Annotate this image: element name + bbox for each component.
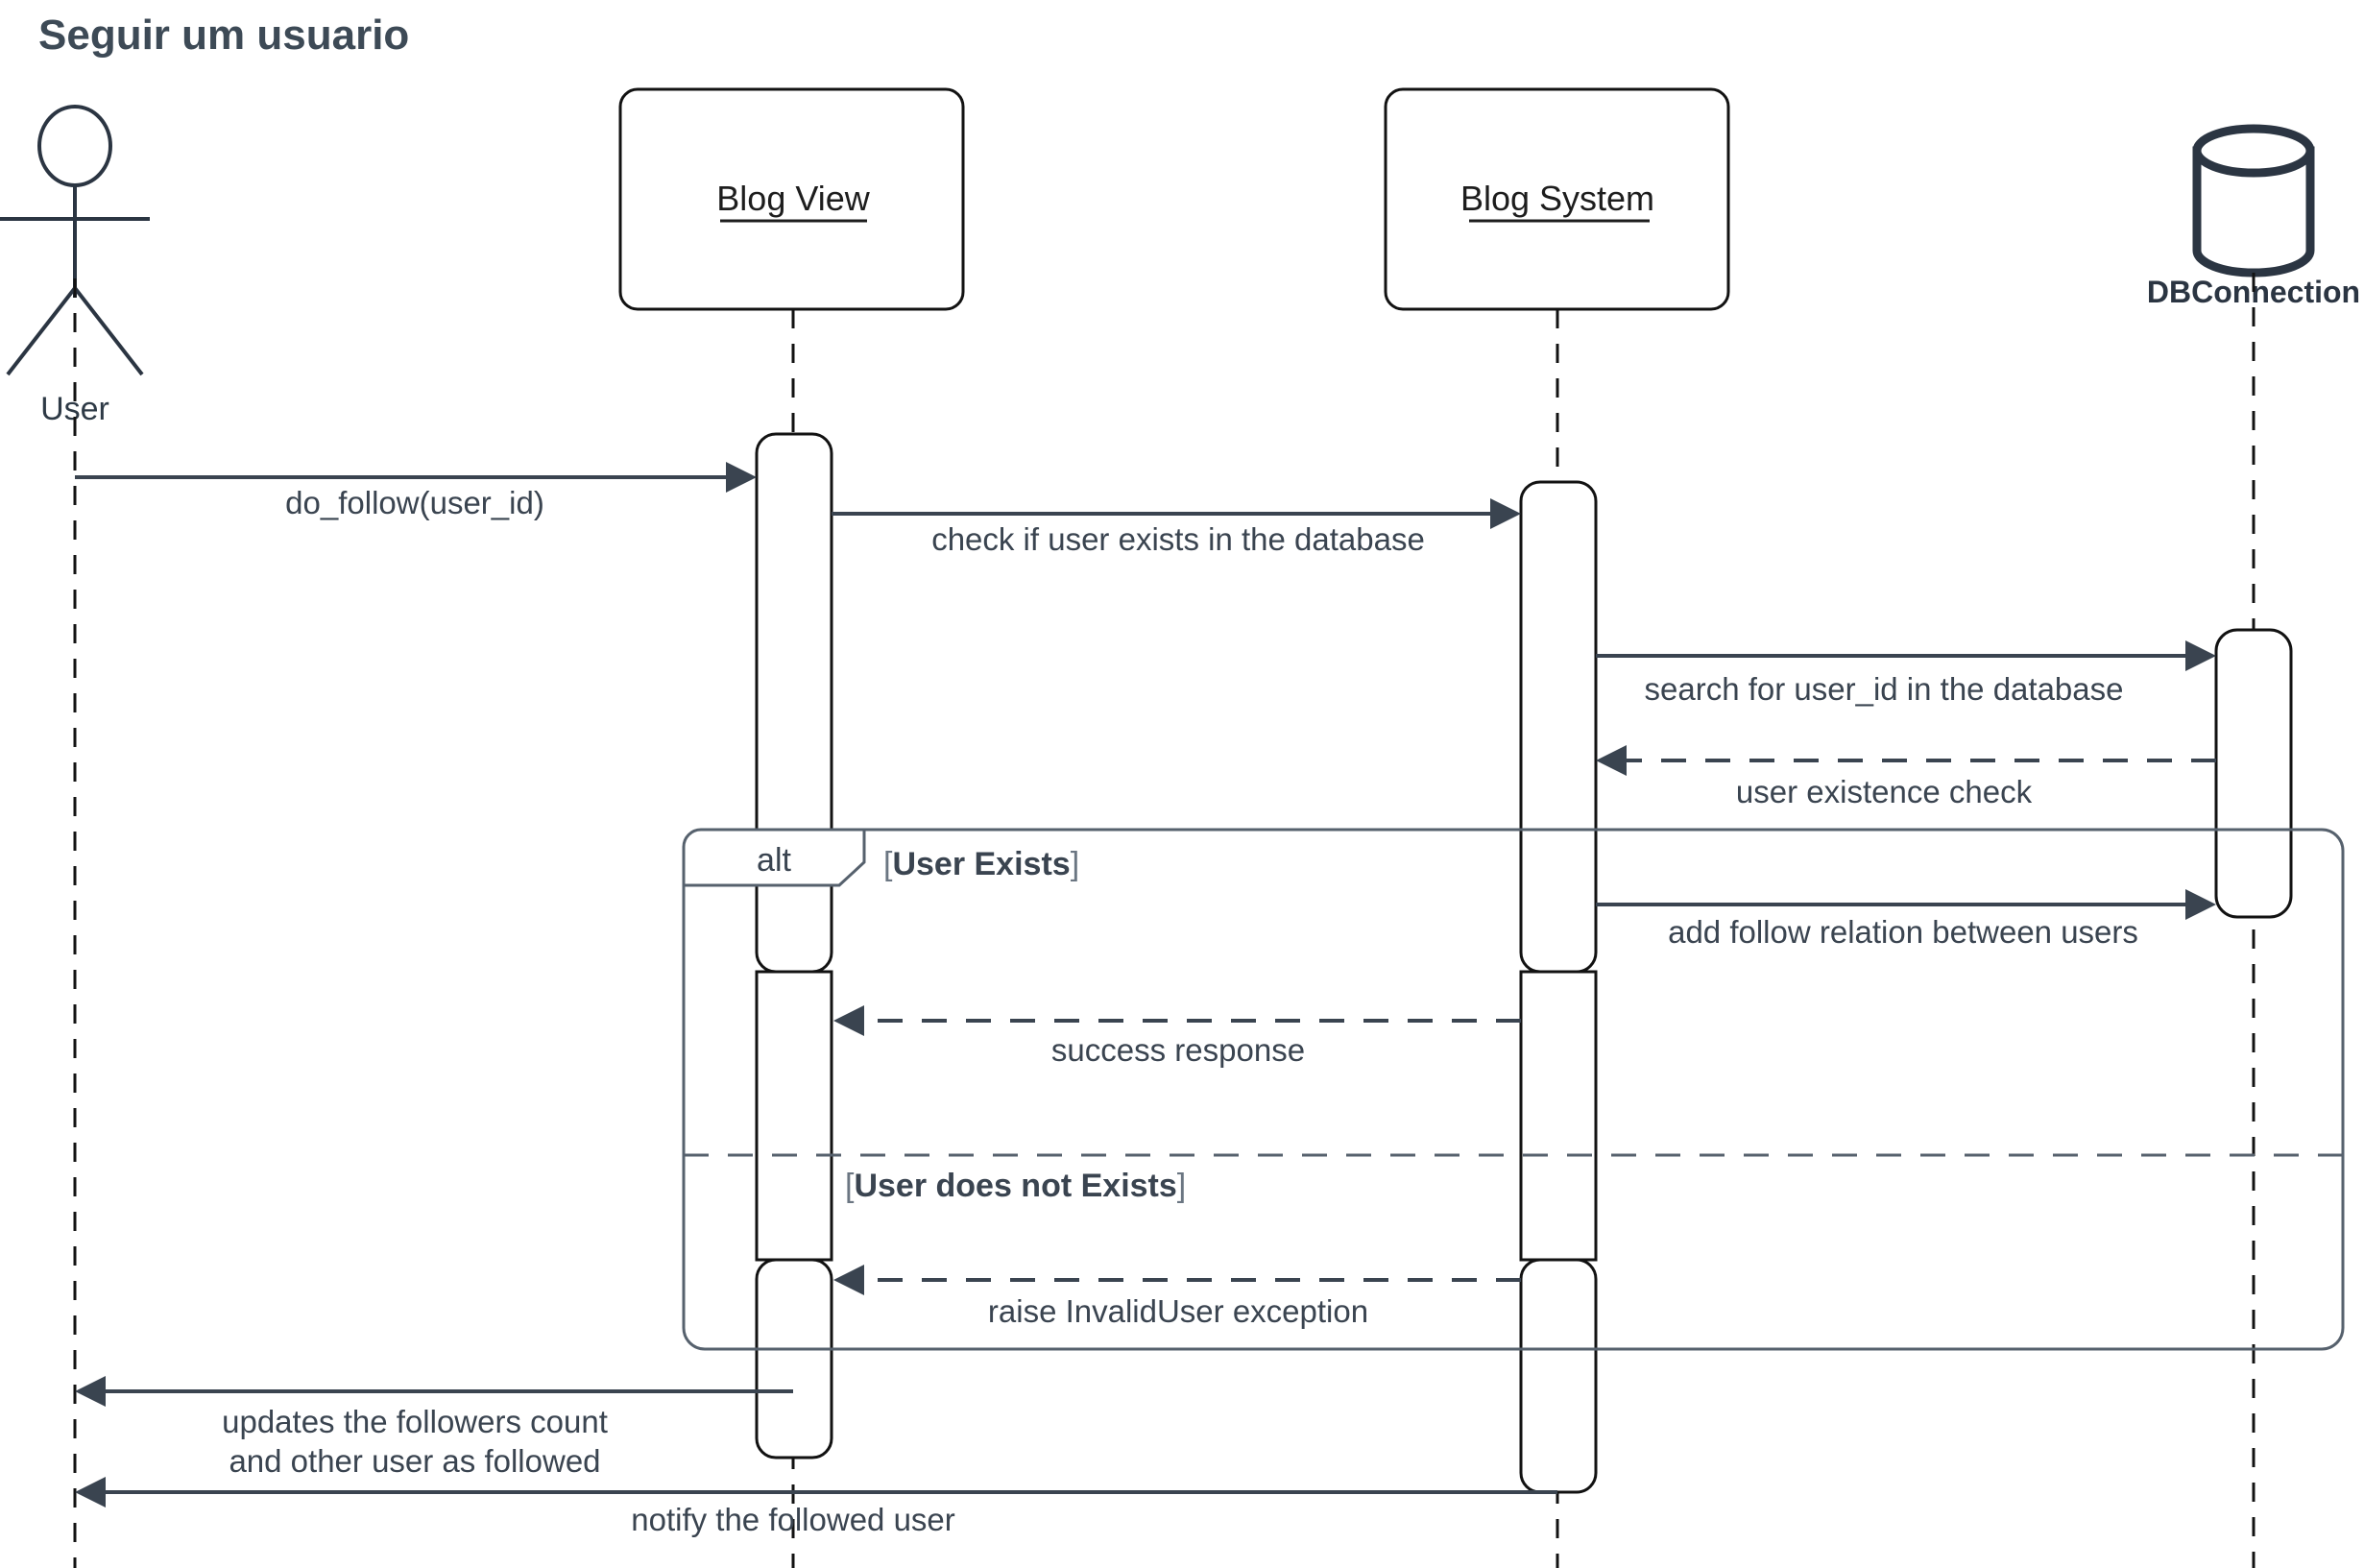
participant-label-blog-system: Blog System	[1460, 179, 1654, 218]
message-8-label-line2: and other user as followed	[229, 1443, 600, 1479]
activation-bar-blog-system-1	[1519, 480, 1598, 974]
participant-blog-system[interactable]: Blog System	[1384, 87, 1730, 1568]
message-2-check-user-exists: check if user exists in the database	[832, 498, 1521, 557]
guard-text-1: User does not Exists	[854, 1168, 1176, 1204]
message-7-raise-invalid-user: raise InvalidUser exception	[833, 1265, 1521, 1329]
activation-bar-blog-view-1	[755, 432, 833, 974]
activation-bar-blog-system-3	[1519, 1258, 1598, 1494]
message-9-notify-followed-user: notify the followed user	[75, 1477, 1557, 1537]
activation-bar-blog-system-2	[1519, 970, 1598, 1262]
fragment-operator-label: alt	[757, 842, 791, 879]
fragment-operator-tab	[682, 828, 866, 887]
actor-stick-figure-icon	[0, 105, 150, 376]
message-8-arrowhead	[75, 1376, 106, 1407]
guard-text-0: User Exists	[892, 846, 1070, 882]
message-4-user-existence-check: user existence check	[1596, 745, 2216, 809]
combined-fragment-alt: alt [User Exists] [User does not Exists]	[682, 828, 2345, 1351]
guard-bracket-open-0: [	[883, 846, 893, 882]
fragment-outer-box	[682, 828, 2345, 1351]
message-9-label: notify the followed user	[631, 1502, 955, 1537]
database-cylinder-icon	[2192, 124, 2315, 277]
participant-blog-view[interactable]: Blog View	[618, 87, 965, 1568]
participant-label-blog-view: Blog View	[716, 179, 870, 218]
participant-user[interactable]: User	[0, 105, 150, 1568]
message-2-label: check if user exists in the database	[931, 521, 1425, 557]
fragment-guard-0: [User Exists]	[883, 846, 1079, 882]
message-1-label: do_follow(user_id)	[285, 485, 544, 520]
message-3-search-user-id: search for user_id in the database	[1596, 640, 2216, 707]
guard-bracket-open-1: [	[845, 1168, 855, 1204]
message-5-add-follow-relation: add follow relation between users	[1596, 889, 2216, 950]
participant-db-connection[interactable]: DBConnection	[2147, 124, 2360, 1568]
message-6-arrowhead	[833, 1005, 864, 1036]
message-1-do-follow: do_follow(user_id)	[75, 462, 757, 520]
message-5-label: add follow relation between users	[1668, 914, 2138, 950]
message-8-label-line1: updates the followers count	[222, 1404, 608, 1439]
message-7-label: raise InvalidUser exception	[988, 1293, 1368, 1329]
message-5-arrowhead	[2185, 889, 2216, 920]
activation-bar-db-connection	[2214, 628, 2293, 919]
guard-bracket-close-1: ]	[1177, 1168, 1186, 1204]
fragment-guard-1: [User does not Exists]	[845, 1168, 1186, 1204]
message-3-label: search for user_id in the database	[1645, 671, 2124, 707]
activation-bar-blog-view-3	[755, 1258, 833, 1459]
message-7-arrowhead	[833, 1265, 864, 1295]
message-2-arrowhead	[1490, 498, 1521, 529]
message-6-label: success response	[1051, 1032, 1305, 1068]
message-1-arrowhead	[726, 462, 757, 493]
guard-bracket-close-0: ]	[1071, 846, 1079, 882]
message-3-arrowhead	[2185, 640, 2216, 671]
message-4-arrowhead	[1596, 745, 1627, 776]
message-6-success-response: success response	[833, 1005, 1521, 1068]
activation-bar-blog-view-2	[755, 970, 833, 1262]
message-9-arrowhead	[75, 1477, 106, 1508]
message-8-updates-followers-count: updates the followers count and other us…	[75, 1376, 793, 1479]
diagram-title: Seguir um usuario	[38, 12, 409, 59]
message-4-label: user existence check	[1736, 774, 2033, 809]
